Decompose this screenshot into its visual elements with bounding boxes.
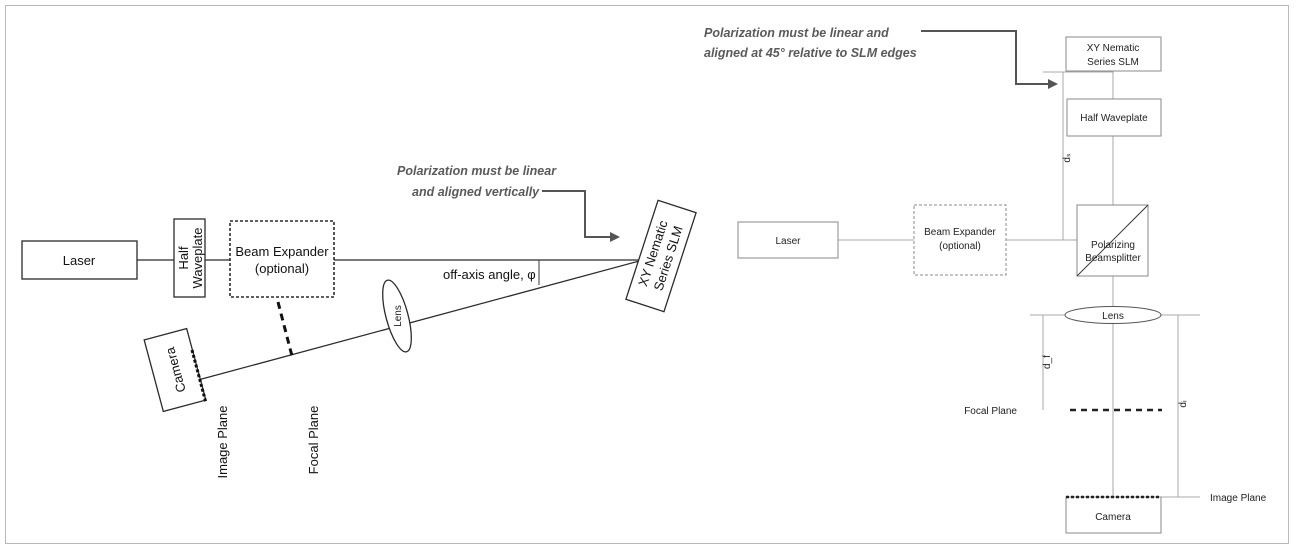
left-lens-label: Lens — [393, 305, 404, 327]
off-axis-angle-label: off-axis angle, φ — [443, 267, 536, 282]
right-slm-box — [1065, 36, 1162, 72]
right-diagram: dₛ d_f dᵢ XY Nematic Series SLM Half Wav… — [704, 26, 1267, 534]
left-beam-expander — [229, 220, 335, 298]
left-half-waveplate-line1: Half — [176, 246, 191, 270]
left-camera-box — [143, 327, 207, 413]
left-note-arrow — [542, 190, 620, 242]
left-note-line1: Polarization must be linear — [397, 164, 557, 178]
right-note-line1: Polarization must be linear and — [704, 26, 889, 40]
right-focal-plane-label: Focal Plane — [964, 406, 1017, 417]
left-half-waveplate-line2: Waveplate — [190, 228, 205, 289]
left-laser-box — [21, 240, 138, 280]
left-half-waveplate — [173, 218, 206, 298]
right-slm-line2: Series SLM — [1087, 57, 1139, 68]
left-lens — [382, 279, 412, 353]
left-beam-expander-line2: (optional) — [255, 261, 309, 276]
right-camera-label: Camera — [1095, 512, 1131, 523]
di-label: dᵢ — [1178, 400, 1189, 408]
left-focal-plane-label: Focal Plane — [306, 406, 321, 475]
right-slm-line1: XY Nematic — [1087, 43, 1140, 54]
left-laser-label: Laser — [63, 253, 96, 268]
right-beamsplitter-diagonal — [1076, 204, 1149, 277]
right-beam-expander-line2: (optional) — [939, 241, 981, 252]
left-slm-box — [625, 199, 697, 313]
df-label: d_f — [1042, 355, 1053, 369]
left-image-plane-label: Image Plane — [215, 406, 230, 479]
right-half-waveplate-label: Half Waveplate — [1080, 113, 1148, 124]
right-laser-box — [737, 221, 839, 259]
right-beam-expander-line1: Beam Expander — [924, 227, 996, 238]
left-beam-expander-line1: Beam Expander — [235, 244, 329, 259]
right-note-arrow — [921, 30, 1058, 89]
right-beamsplitter-line1: Polarizing — [1091, 240, 1135, 251]
ds-label: dₛ — [1062, 153, 1073, 163]
right-beam-expander — [913, 204, 1007, 276]
right-note-line2: aligned at 45° relative to SLM edges — [704, 46, 917, 60]
right-image-plane-label: Image Plane — [1210, 493, 1267, 504]
right-lens-label: Lens — [1102, 311, 1124, 322]
left-focal-plane-marker — [276, 301, 294, 357]
left-diagram: Laser Half Waveplate Beam Expander (opti… — [21, 164, 697, 479]
figure-frame — [5, 5, 1289, 544]
left-note-line2: and aligned vertically — [412, 185, 540, 199]
right-lens — [1064, 306, 1162, 324]
right-laser-label: Laser — [775, 236, 801, 247]
left-image-plane-marker — [190, 349, 208, 404]
right-beamsplitter-line2: Beamsplitter — [1085, 253, 1141, 264]
right-half-waveplate-box — [1066, 98, 1162, 137]
left-reflected-beam — [197, 259, 644, 381]
